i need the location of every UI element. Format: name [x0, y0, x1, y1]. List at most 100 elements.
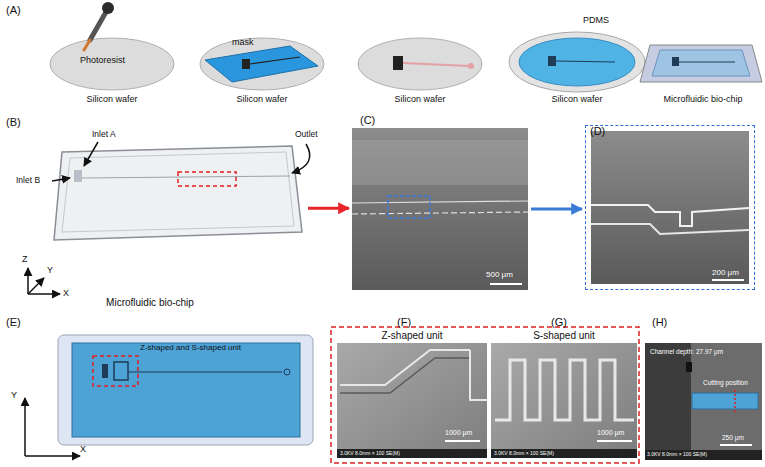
leader-line: [292, 144, 310, 173]
axis-arrows: [28, 293, 60, 295]
sem-image: [591, 131, 749, 284]
sem-image: [645, 343, 762, 460]
wafer-photoresist: [90, 12, 106, 40]
sem-image: [445, 440, 480, 442]
panel-label: (B): [6, 116, 21, 128]
node-text: 200 μm: [712, 269, 739, 278]
bio-chip-sketch: [640, 45, 762, 82]
wafer-photoresist: [102, 2, 114, 14]
figure-label: Microfluidic bio-chip: [663, 95, 742, 105]
panel-label: (D): [590, 125, 605, 137]
node-text: 500 μm: [486, 271, 513, 280]
wafer-mask: [205, 46, 318, 82]
figure-label: Silicon wafer: [551, 95, 602, 105]
sem-image: [734, 390, 736, 412]
chip-sketch: [102, 364, 108, 378]
wafer-pattern: [358, 38, 482, 90]
wafer-pattern: [393, 56, 403, 70]
sem-image: [495, 360, 634, 420]
chip-photo: [178, 172, 236, 186]
sem-image: [686, 362, 692, 372]
chip-photo: [62, 152, 294, 232]
sem-image-box: (G)S-shaped unit1000 μm: [491, 343, 637, 458]
sem-image: [352, 128, 528, 290]
figure-label: Silicon wafer: [236, 95, 287, 105]
wafer-pattern: [468, 63, 474, 69]
dashed-frame: [331, 327, 639, 463]
sem-image: [691, 343, 762, 460]
axis-arrows: [28, 278, 44, 294]
sem-image: [720, 444, 752, 446]
sem-image: [591, 224, 749, 234]
wafer-photoresist: [50, 38, 174, 90]
wafer-pdms: [509, 32, 645, 92]
sem-image: [352, 201, 528, 203]
wafer-pdms: [548, 56, 556, 66]
figure-label: mask: [232, 38, 254, 48]
sem-image: [340, 358, 470, 393]
axis-arrows: [25, 398, 80, 456]
sem-image: [470, 350, 487, 400]
sem-image: [490, 283, 522, 285]
wafer-pdms: [556, 61, 615, 62]
figure-label: 3.0KV 8.0mm × 100 SE(M): [340, 451, 400, 457]
chip-sketch: [284, 369, 290, 375]
bio-chip-sketch: [640, 45, 762, 82]
chip-sketch: [114, 362, 128, 380]
figure-label: Outlet: [295, 130, 318, 139]
figure-label: PDMS: [583, 16, 609, 26]
sem-image: [388, 196, 430, 218]
chip-photo: [82, 176, 290, 178]
figure-label: X: [63, 289, 69, 299]
figure-label: 250 μm: [722, 434, 744, 441]
figure-label: Cutting position: [703, 379, 748, 386]
node-text: S-shaped unit: [533, 330, 595, 341]
figure-label: Y: [47, 266, 53, 276]
panel-label: (A): [6, 4, 21, 16]
figure-label: Photoresist: [80, 56, 125, 66]
node-text: 1000 μm: [597, 429, 624, 437]
sem-image: [712, 279, 744, 281]
chip-sketch: [58, 335, 313, 445]
figure-label: Z: [22, 255, 28, 265]
panel-label: (C): [360, 114, 375, 126]
sem-image: [352, 128, 528, 290]
sem-image: [352, 140, 528, 185]
bio-chip-sketch: [679, 62, 735, 63]
bio-chip-sketch: [672, 57, 679, 66]
sem-image: [352, 212, 528, 214]
wafer-pdms: [519, 38, 635, 86]
wafer-mask: [242, 59, 250, 69]
sem-image: [692, 393, 758, 409]
figure-label: Inlet A: [92, 130, 116, 139]
chip-sketch: [58, 335, 313, 445]
panel-label: (H): [652, 316, 667, 328]
chip-sketch: [128, 371, 282, 372]
wafer-mask: [200, 38, 324, 90]
wafer-mask: [250, 57, 300, 64]
dashed-frame: [331, 327, 639, 463]
chip-photo-box: Microfluidic bio-chip: [55, 140, 305, 245]
sem-image: [645, 450, 762, 460]
wafer-photoresist: [84, 40, 90, 50]
chip-photo: [54, 146, 302, 240]
sem-image: [591, 131, 749, 284]
panel-label: (E): [6, 316, 21, 328]
sem-image: [597, 440, 632, 442]
axis-arrows: [27, 268, 29, 294]
figure-label: Inlet B: [16, 176, 40, 185]
wafer-photoresist: [50, 2, 174, 90]
sem-image: [337, 449, 487, 458]
figure-label: Channel depth: 27.97 μm: [650, 348, 723, 355]
arrow-connector: [308, 207, 349, 210]
node-text: Z-shaped unit: [381, 330, 442, 341]
sem-image-box: (C)500 μm: [352, 128, 528, 290]
leader-line: [52, 142, 310, 181]
panel-label: (G): [551, 316, 567, 328]
sem-image: [591, 205, 749, 226]
node-text: 1000 μm: [445, 429, 472, 437]
wafer-pdms: [509, 32, 645, 92]
figure-label: 3.0KV 8.0mm × 100 SE(M): [494, 451, 554, 457]
